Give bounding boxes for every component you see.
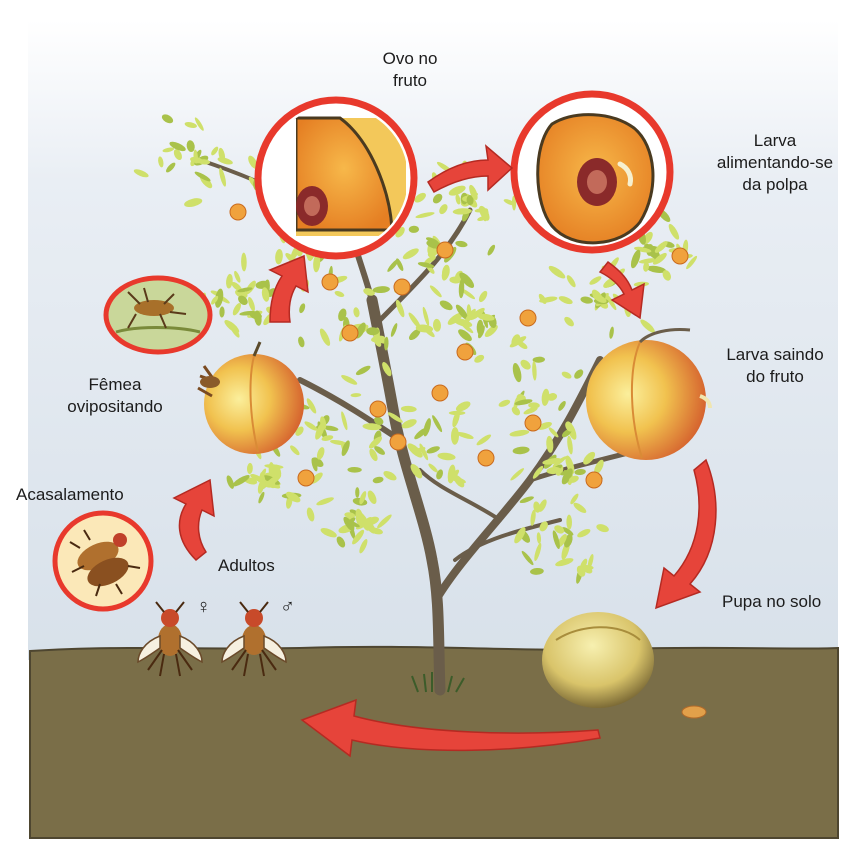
leaf xyxy=(355,487,359,498)
egg-in-fruit-circle xyxy=(258,100,414,260)
small-fruit xyxy=(457,344,473,360)
small-fruit xyxy=(478,450,494,466)
label-mating: Acasalamento xyxy=(16,484,124,506)
small-fruit xyxy=(586,472,602,488)
small-fruit xyxy=(390,434,406,450)
small-fruit xyxy=(394,279,410,295)
label-adults: Adultos xyxy=(218,555,275,577)
small-fruit xyxy=(520,310,536,326)
label-larva-feeding: Larva alimentando-se da polpa xyxy=(700,130,850,196)
larva-feeding-circle xyxy=(514,94,670,250)
small-fruit xyxy=(672,248,688,264)
small-fruit xyxy=(525,415,541,431)
small-fruit xyxy=(437,242,453,258)
label-larva-exiting: Larva saindo do fruto xyxy=(705,344,845,388)
ovipositing-circle xyxy=(106,278,210,352)
small-fruit xyxy=(298,470,314,486)
small-fruit xyxy=(432,385,448,401)
small-fruit xyxy=(370,401,386,417)
mating-circle xyxy=(55,513,151,609)
small-fruit xyxy=(342,325,358,341)
male-symbol: ♂ xyxy=(280,596,295,618)
label-egg: Ovo no fruto xyxy=(360,48,460,92)
small-fruit xyxy=(230,204,246,220)
label-pupa: Pupa no solo xyxy=(722,591,821,613)
label-female-ovipositing: Fêmea ovipositando xyxy=(40,374,190,418)
small-fruit xyxy=(322,274,338,290)
female-symbol: ♀ xyxy=(196,596,211,618)
